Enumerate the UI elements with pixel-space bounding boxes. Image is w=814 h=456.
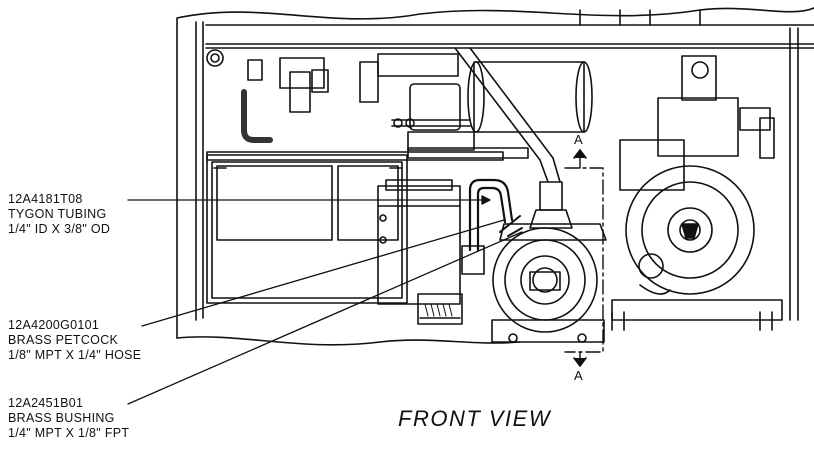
callout-part-number: 12A4181T08 (8, 192, 83, 206)
section-label-bottom: A (574, 368, 583, 383)
section-label-top: A (574, 132, 583, 147)
main-pump (491, 181, 607, 343)
top-valve-assembly (206, 49, 593, 159)
cabinet-frame (176, 7, 814, 346)
left-tank (206, 151, 504, 304)
callout-part-number: 12A4200G0101 (8, 318, 100, 332)
callout-description: BRASS PETCOCK (8, 333, 119, 347)
right-pump-assembly (611, 55, 783, 331)
callout-brass-bushing: 12A2451B01 BRASS BUSHING 1/4" MPT X 1/8"… (8, 396, 129, 441)
callout-tygon-tubing: 12A4181T08 TYGON TUBING 1/4" ID X 3/8" O… (8, 192, 110, 237)
filter-canister (377, 179, 463, 325)
callout-description: BRASS BUSHING (8, 411, 115, 425)
callout-spec: 1/8" MPT X 1/4" HOSE (8, 348, 142, 362)
callout-part-number: 12A2451B01 (8, 396, 84, 410)
section-cut-line (564, 149, 604, 367)
callout-spec: 1/4" MPT X 1/8" FPT (8, 426, 130, 440)
leader-lines (127, 195, 523, 405)
callout-spec: 1/4" ID X 3/8" OD (8, 222, 111, 236)
callout-brass-petcock: 12A4200G0101 BRASS PETCOCK 1/8" MPT X 1/… (8, 318, 141, 363)
tygon-tubing (461, 178, 514, 275)
vertical-hose (454, 47, 561, 183)
view-title: FRONT VIEW (398, 406, 552, 431)
callout-description: TYGON TUBING (8, 207, 107, 221)
